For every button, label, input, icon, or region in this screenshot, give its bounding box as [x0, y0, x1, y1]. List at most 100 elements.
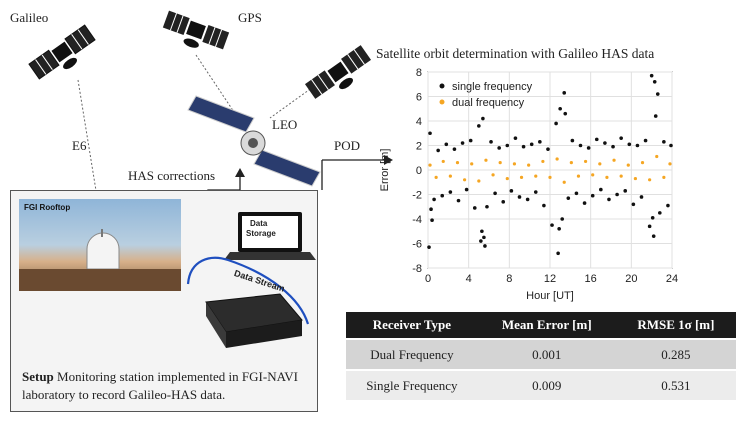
single-frequency-point — [509, 189, 514, 193]
y-tick-label: 2 — [416, 141, 422, 153]
single-frequency-point — [542, 203, 546, 208]
single-frequency-point — [603, 141, 607, 145]
dual-frequency-point — [470, 162, 474, 166]
single-frequency-point — [482, 235, 486, 240]
single-frequency-point — [440, 193, 445, 198]
single-frequency-point — [562, 91, 567, 95]
dual-frequency-point — [640, 161, 645, 165]
receiver-device-icon — [205, 293, 303, 348]
dual-frequency-point — [477, 179, 481, 183]
single-frequency-point — [623, 189, 628, 193]
single-frequency-point — [558, 106, 562, 111]
single-frequency-point — [669, 143, 673, 148]
dual-frequency-point — [484, 158, 488, 162]
dual-frequency-point — [605, 175, 609, 179]
fgi-rooftop-label: FGI Rooftop — [24, 203, 71, 212]
table-cell: Dual Frequency — [346, 338, 478, 370]
single-frequency-point — [611, 144, 615, 149]
x-tick-label: 0 — [425, 273, 431, 285]
e6-label: E6 — [72, 138, 87, 153]
dual-frequency-point — [541, 159, 545, 164]
y-tick-label: 8 — [416, 67, 422, 79]
gps-satellite-icon — [162, 10, 230, 50]
single-frequency-point — [586, 146, 591, 150]
single-frequency-point — [655, 92, 660, 96]
table-cell: 0.009 — [477, 369, 616, 400]
dual-frequency-point — [441, 159, 445, 164]
single-frequency-point — [479, 239, 483, 243]
single-frequency-point — [448, 190, 453, 194]
single-frequency-point — [554, 121, 558, 126]
setup-hardware — [186, 212, 316, 348]
single-frequency-point — [489, 140, 493, 144]
single-frequency-point — [574, 191, 579, 196]
single-frequency-point — [652, 80, 657, 84]
dual-frequency-point — [428, 163, 432, 167]
single-frequency-point — [480, 229, 484, 234]
leo-satellite-icon — [187, 95, 321, 187]
single-frequency-point — [650, 215, 655, 220]
single-frequency-point — [452, 147, 457, 151]
single-frequency-point — [501, 200, 506, 204]
dual-frequency-point — [519, 175, 524, 179]
single-frequency-point — [444, 142, 449, 147]
chart-title: Satellite orbit determination with Galil… — [376, 46, 655, 61]
dual-frequency-point — [534, 174, 538, 178]
single-frequency-point — [643, 138, 648, 143]
table-cell: 0.531 — [615, 369, 736, 400]
x-tick-label: 8 — [506, 273, 512, 285]
dual-frequency-point — [668, 162, 672, 166]
leo-label: LEO — [272, 117, 298, 132]
single-frequency-point — [649, 73, 654, 78]
dual-frequency-point — [576, 174, 581, 178]
single-frequency-point — [456, 198, 461, 203]
galileo-satellite-right-icon — [304, 45, 372, 99]
data-storage-label-2: Storage — [246, 229, 276, 238]
dual-frequency-point — [569, 161, 573, 165]
single-frequency-point — [497, 146, 501, 150]
y-tick-label: -2 — [412, 190, 422, 202]
dual-frequency-point — [648, 178, 652, 182]
single-frequency-point — [615, 192, 619, 197]
dual-frequency-point — [619, 174, 623, 178]
single-frequency-point — [631, 202, 636, 207]
setup-caption-bold: Setup — [22, 369, 54, 384]
single-frequency-point — [517, 195, 522, 199]
dual-frequency-point — [455, 161, 460, 165]
dual-frequency-point — [583, 159, 588, 164]
single-frequency-point — [472, 206, 477, 210]
single-frequency-point — [599, 187, 603, 192]
single-frequency-point — [436, 148, 440, 153]
dual-frequency-point — [598, 162, 602, 166]
x-axis-label: Hour [UT] — [526, 290, 574, 302]
single-frequency-point — [594, 137, 599, 142]
dual-frequency-point — [655, 154, 659, 159]
single-frequency-point — [529, 142, 534, 147]
y-tick-label: 6 — [416, 92, 422, 104]
single-frequency-point — [635, 143, 640, 148]
table-row: Dual Frequency 0.001 0.285 — [346, 338, 736, 370]
dual-frequency-point — [505, 176, 509, 181]
laptop-icon — [224, 212, 316, 260]
data-storage-label-1: Data — [250, 219, 268, 228]
x-tick-label: 16 — [585, 273, 597, 285]
dual-frequency-point — [633, 176, 637, 181]
single-frequency-point — [550, 223, 554, 227]
header-rmse: RMSE 1σ [m] — [615, 312, 736, 339]
single-frequency-point — [429, 207, 433, 211]
dual-frequency-point — [612, 158, 616, 162]
dual-frequency-point — [562, 180, 566, 184]
single-frequency-point — [521, 144, 526, 149]
single-frequency-point — [662, 140, 666, 144]
legend-label: single frequency — [452, 81, 533, 93]
legend-marker — [439, 99, 445, 105]
table-cell: 0.285 — [615, 338, 736, 370]
x-tick-label: 20 — [625, 273, 637, 285]
single-frequency-point — [464, 187, 469, 192]
single-frequency-point — [538, 140, 542, 144]
pod-label: POD — [334, 138, 361, 153]
single-frequency-point — [546, 147, 550, 151]
single-frequency-point — [570, 138, 575, 143]
